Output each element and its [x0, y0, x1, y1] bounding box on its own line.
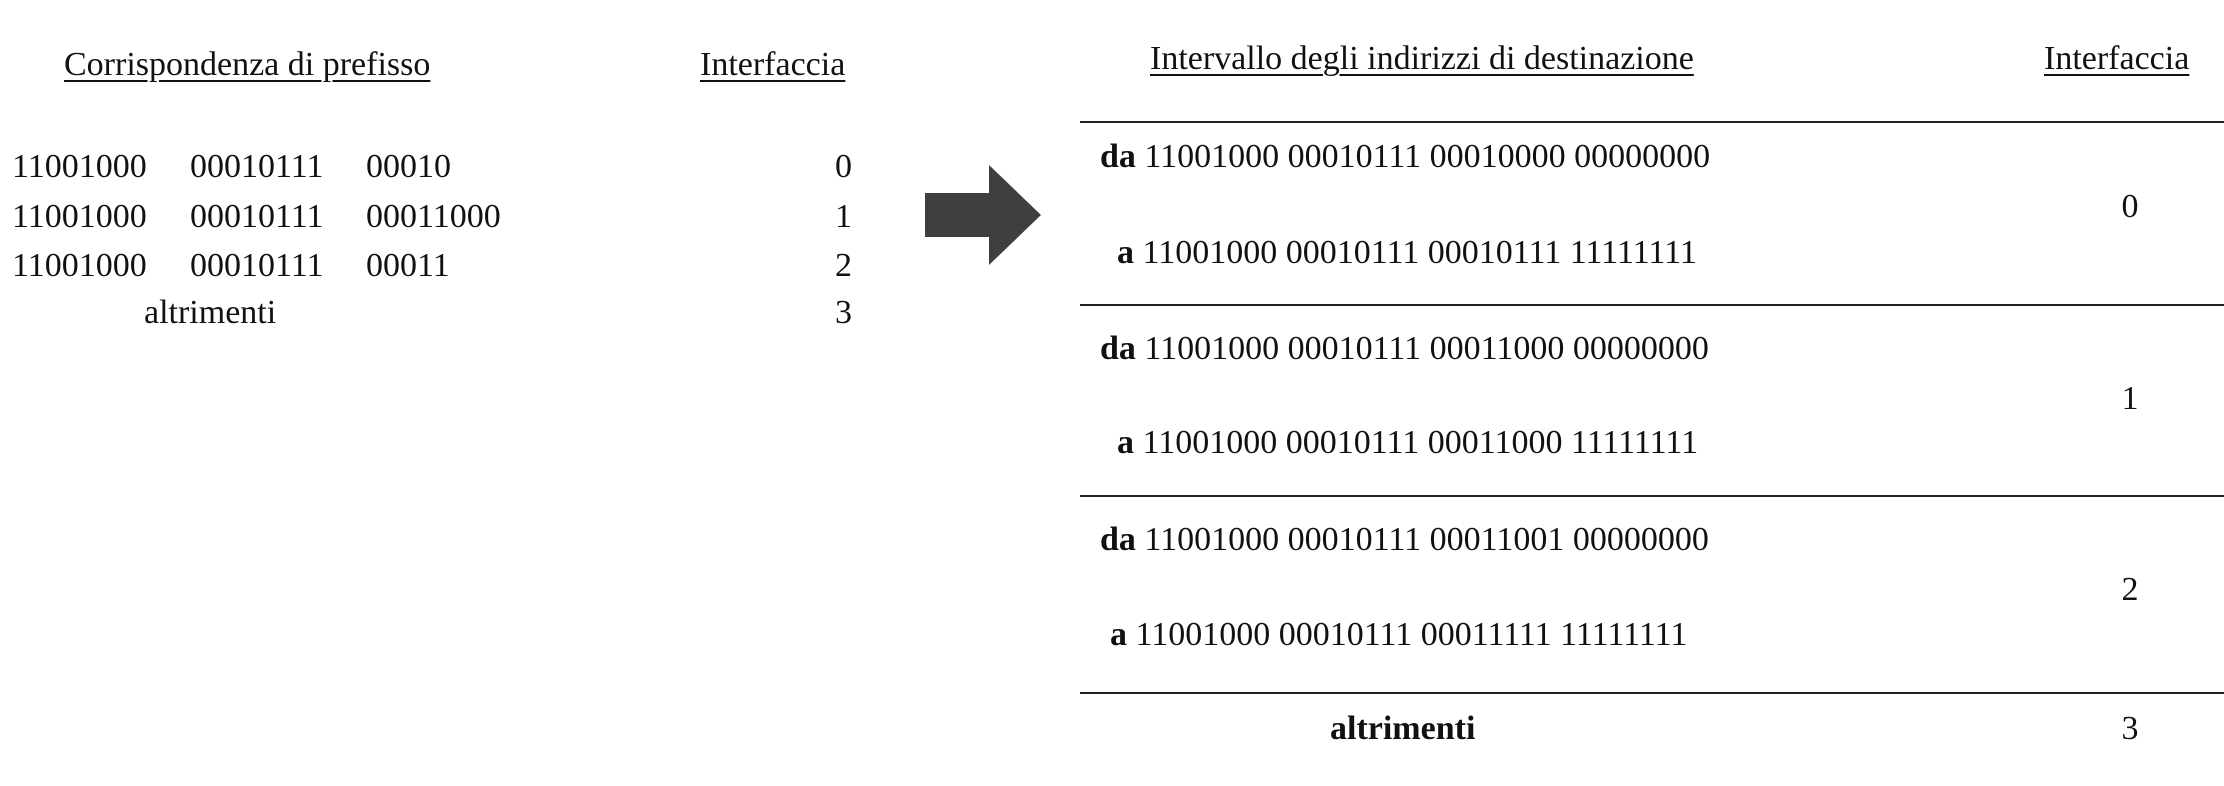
range-row-0-interface: 0 — [2121, 188, 2139, 225]
table-rule — [1080, 495, 2224, 497]
left-otherwise-label: altrimenti — [144, 294, 277, 331]
prefix-octet-3: 00011 — [366, 247, 450, 284]
right-otherwise-interface: 3 — [2121, 710, 2139, 747]
to-keyword: a — [1117, 424, 1134, 461]
to-keyword: a — [1117, 234, 1134, 271]
from-address: 11001000 00010111 00010000 00000000 — [1144, 138, 1711, 175]
from-address: 11001000 00010111 00011000 00000000 — [1144, 330, 1709, 367]
prefix-octet-1: 11001000 — [12, 148, 147, 185]
left-row-0: 11001000 00010111 00010 — [12, 148, 451, 186]
range-row-2-interface: 2 — [2121, 571, 2139, 608]
from-keyword: da — [1100, 330, 1136, 367]
range-row-1-to: a 11001000 00010111 00011000 11111111 — [1117, 424, 1698, 462]
left-row-1: 11001000 00010111 00011000 — [12, 198, 501, 236]
left-row-2-interface: 2 — [835, 247, 852, 284]
range-row-1-from: da 11001000 00010111 00011000 00000000 — [1100, 330, 1709, 368]
from-keyword: da — [1100, 521, 1136, 558]
from-keyword: da — [1100, 138, 1136, 175]
prefix-octet-3: 00010 — [366, 148, 451, 185]
right-header-interface: Interfaccia — [2044, 40, 2190, 77]
range-row-0-from: da 11001000 00010111 00010000 00000000 — [1100, 138, 1710, 176]
prefix-octet-1: 11001000 — [12, 198, 147, 235]
from-address: 11001000 00010111 00011001 00000000 — [1144, 521, 1709, 558]
to-address: 11001000 00010111 00010111 11111111 — [1142, 234, 1697, 271]
left-row-0-interface: 0 — [835, 148, 852, 185]
range-row-0-to: a 11001000 00010111 00010111 11111111 — [1117, 234, 1697, 272]
to-keyword: a — [1110, 616, 1127, 653]
table-rule — [1080, 692, 2224, 694]
left-otherwise-interface: 3 — [835, 294, 852, 331]
prefix-octet-2: 00010111 — [190, 148, 324, 185]
table-rule — [1080, 121, 2224, 123]
range-row-2-from: da 11001000 00010111 00011001 00000000 — [1100, 521, 1709, 559]
prefix-octet-3: 00011000 — [366, 198, 501, 235]
right-otherwise-label: altrimenti — [1330, 710, 1476, 747]
range-row-1-interface: 1 — [2121, 380, 2139, 417]
to-address: 11001000 00010111 00011111 11111111 — [1135, 616, 1688, 653]
table-rule — [1080, 304, 2224, 306]
range-row-2-to: a 11001000 00010111 00011111 11111111 — [1110, 616, 1687, 654]
left-row-1-interface: 1 — [835, 198, 852, 235]
left-row-2: 11001000 00010111 00011 — [12, 247, 450, 285]
prefix-octet-1: 11001000 — [12, 247, 147, 284]
left-header-interface: Interfaccia — [700, 46, 846, 83]
left-header-prefix: Corrispondenza di prefisso — [64, 46, 431, 83]
to-address: 11001000 00010111 00011000 11111111 — [1142, 424, 1699, 461]
right-arrow-icon — [925, 165, 1041, 265]
prefix-octet-2: 00010111 — [190, 198, 324, 235]
prefix-octet-2: 00010111 — [190, 247, 324, 284]
right-header-range: Intervallo degli indirizzi di destinazio… — [1150, 40, 1694, 77]
